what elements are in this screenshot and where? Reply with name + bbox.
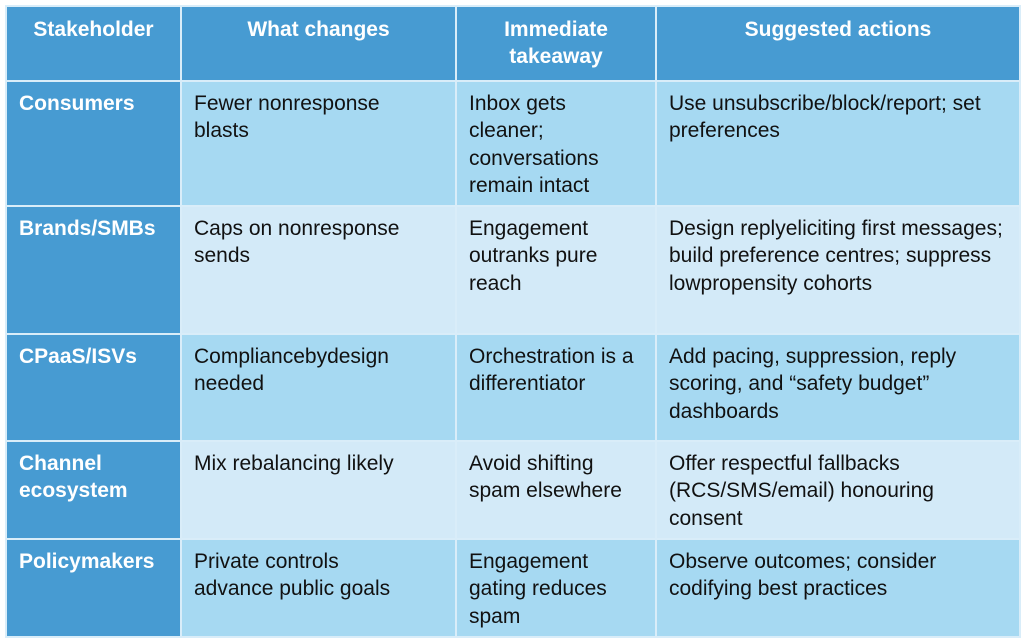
header-what-changes: What changes — [180, 5, 457, 82]
cell-stakeholder: Brands/SMBs — [5, 205, 182, 336]
cell-stakeholder: CPaaS/ISVs — [5, 333, 182, 443]
row-cpaas-isvs: CPaaS/ISVs Compliancebydesign needed Orc… — [5, 333, 1021, 443]
header-immediate-takeaway: Immediate takeaway — [455, 5, 657, 82]
row-consumers: Consumers Fewer nonresponse blasts Inbox… — [5, 79, 1021, 208]
cell-immediate-takeaway: Engagement outranks pure reach — [455, 205, 657, 336]
cell-immediate-takeaway: Engagement gating reduces spam — [455, 538, 657, 638]
cell-stakeholder: Policymakers — [5, 538, 182, 638]
header-stakeholder: Stakeholder — [5, 5, 182, 82]
cell-what-changes: Compliancebydesign needed — [180, 333, 457, 443]
cell-immediate-takeaway: Inbox gets cleaner; conversations remain… — [455, 79, 657, 208]
cell-suggested-actions: Observe outcomes; consider codifying bes… — [655, 538, 1021, 638]
cell-stakeholder: Consumers — [5, 79, 182, 208]
cell-stakeholder: Channel ecosystem — [5, 440, 182, 541]
cell-what-changes: Fewer nonresponse blasts — [180, 79, 457, 208]
table-header-row: Stakeholder What changes Immediate takea… — [5, 5, 1021, 82]
cell-suggested-actions: Add pacing, suppression, reply scoring, … — [655, 333, 1021, 443]
cell-immediate-takeaway: Orchestration is a differentiator — [455, 333, 657, 443]
cell-what-changes: Mix rebalancing likely — [180, 440, 457, 541]
header-suggested-actions: Suggested actions — [655, 5, 1021, 82]
cell-what-changes: Private controls advance public goals — [180, 538, 457, 638]
cell-immediate-takeaway: Avoid shifting spam elsewhere — [455, 440, 657, 541]
cell-suggested-actions: Use unsubscribe/block/report; set prefer… — [655, 79, 1021, 208]
stakeholder-impact-table: Stakeholder What changes Immediate takea… — [5, 5, 1021, 638]
cell-what-changes: Caps on nonresponse sends — [180, 205, 457, 336]
page: Stakeholder What changes Immediate takea… — [5, 5, 1021, 638]
row-brands-smbs: Brands/SMBs Caps on nonresponse sends En… — [5, 205, 1021, 336]
row-policymakers: Policymakers Private controls advance pu… — [5, 538, 1021, 638]
cell-suggested-actions: Offer respectful fallbacks (RCS/SMS/emai… — [655, 440, 1021, 541]
row-channel-ecosystem: Channel ecosystem Mix rebalancing likely… — [5, 440, 1021, 541]
cell-suggested-actions: Design replyeliciting first messages; bu… — [655, 205, 1021, 336]
